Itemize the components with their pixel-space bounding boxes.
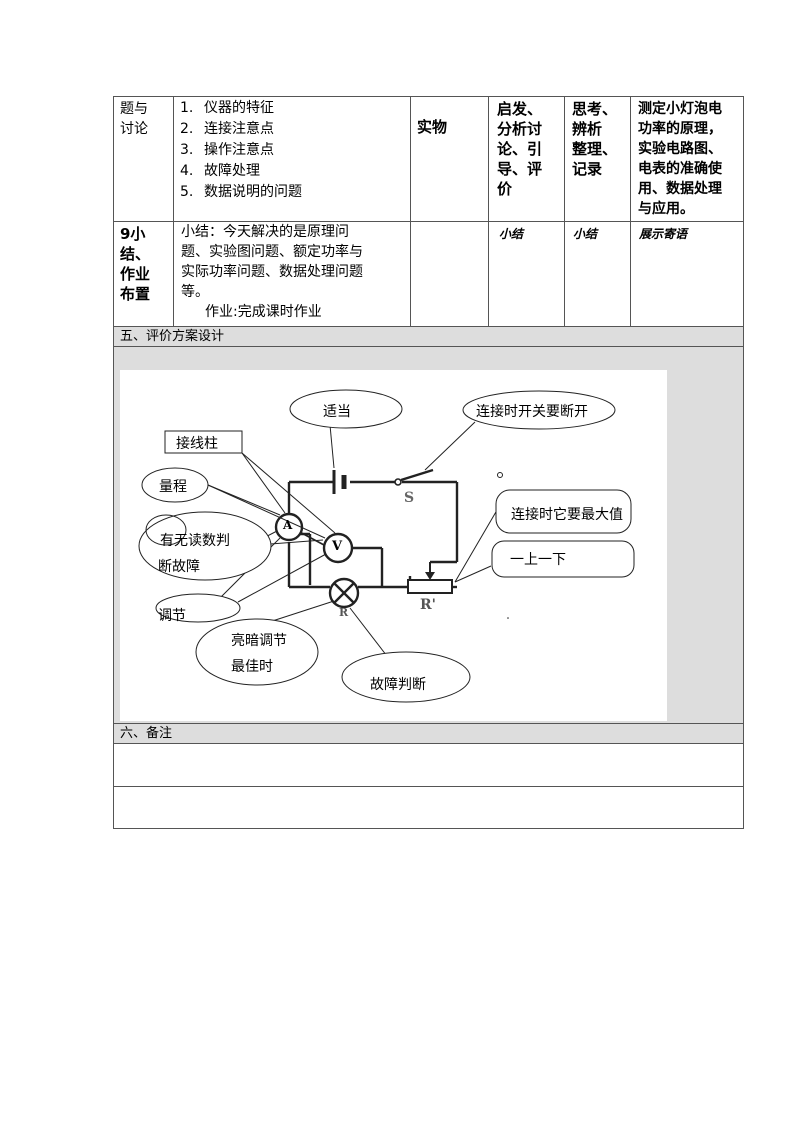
- rheostat-body: [407, 579, 453, 594]
- notes-row-1: [113, 743, 744, 787]
- circuit-svg: [138, 389, 635, 703]
- leader-line: [241, 452, 286, 514]
- callout-bubble: [155, 593, 241, 623]
- list-item: 3.操作注意点: [180, 142, 274, 158]
- switch-label: S: [404, 490, 415, 506]
- leader-line: [207, 484, 326, 539]
- callout-bubble: [141, 467, 209, 503]
- leader-line: [241, 452, 336, 534]
- leader-line: [237, 553, 327, 603]
- label-reading-2: 断故障: [158, 559, 200, 575]
- list-item: 2.连接注意点: [180, 121, 274, 137]
- callout-bubble: [491, 540, 635, 578]
- slider-arrow: [425, 572, 435, 580]
- ammeter-label: A: [283, 518, 293, 532]
- row2-col3: [410, 221, 489, 327]
- row1-col4: 启发、分析讨论、引导、评价: [488, 96, 565, 222]
- label-reading-1: 有无读数判: [160, 533, 230, 549]
- leader-line: [349, 607, 391, 661]
- label-fault: 故障判断: [370, 677, 426, 693]
- row2-summary: 小结：今天解决的是原理问题、实验图问题、额定功率与实际功率问题、数据处理问题等。…: [173, 221, 411, 327]
- notes-row-2: [113, 786, 744, 829]
- list-item: 4.故障处理: [180, 163, 260, 179]
- label-bright-2: 最佳时: [231, 659, 273, 675]
- row1-col3: 实物: [410, 96, 489, 222]
- label-bright-1: 亮暗调节: [231, 633, 287, 649]
- callout-bubble: [289, 389, 403, 429]
- callout-bubble: [495, 489, 632, 534]
- section6-heading: 六、备注: [113, 723, 744, 744]
- leader-line: [329, 424, 335, 469]
- row1-col1: 题与 讨论: [113, 96, 174, 222]
- lamp-label: R: [339, 606, 349, 619]
- leader-line: [424, 421, 476, 471]
- callout-bubble: [462, 390, 616, 430]
- label-range: 量程: [159, 479, 187, 495]
- row2-col6: 展示寄语: [630, 221, 744, 327]
- small-dot: [507, 617, 509, 619]
- row1-col5: 思考、辨析整理、记录: [564, 96, 631, 222]
- voltmeter-circle: [322, 532, 354, 564]
- list-item: 5.数据说明的问题: [180, 184, 302, 200]
- callout-bubble: [195, 618, 319, 686]
- homework-line: 作业:完成课时作业: [205, 304, 322, 320]
- voltmeter-label: V: [332, 539, 343, 554]
- switch-contact: [394, 478, 402, 486]
- label-shidang: 适当: [323, 404, 351, 420]
- lamp-cross: [333, 582, 355, 604]
- row2-col5: 小结: [564, 221, 631, 327]
- rheostat-label: R': [420, 597, 436, 613]
- label-terminal: 接线柱: [176, 436, 218, 452]
- callout-inner-ring: [145, 514, 187, 546]
- ammeter-circle: [274, 512, 304, 542]
- callout-bubble: [138, 511, 272, 581]
- leader-line: [454, 565, 492, 583]
- label-max-value: 连接时它要最大值: [511, 507, 623, 523]
- terminal-box: [164, 430, 243, 454]
- row1-col6: 测定小灯泡电功率的原理，实验电路图、电表的准确使用、数据处理与应用。: [630, 96, 744, 222]
- leader-line: [454, 504, 501, 583]
- item-list: 1.仪器的特征 2.连接注意点 3.操作注意点 4.故障处理 5.数据说明的问题: [174, 98, 410, 203]
- small-dot: [497, 472, 503, 478]
- label-switch-note: 连接时开关要断开: [476, 404, 588, 420]
- section5-heading: 五、评价方案设计: [113, 326, 744, 347]
- label-up-down: 一上一下: [510, 552, 566, 568]
- switch-lever: [400, 468, 434, 482]
- list-item: 1.仪器的特征: [180, 100, 274, 116]
- circuit-diagram: A V S R' R 适当 连接时开关要断开 接线柱 量程 有无读数判 断故障 …: [120, 370, 667, 721]
- row2-col1: 9小结、作业布置: [113, 221, 174, 327]
- row2-col4: 小结: [488, 221, 565, 327]
- row1-items: 1.仪器的特征 2.连接注意点 3.操作注意点 4.故障处理 5.数据说明的问题: [173, 96, 411, 222]
- label-adjust: 调节: [158, 608, 186, 624]
- callout-bubble: [341, 651, 471, 703]
